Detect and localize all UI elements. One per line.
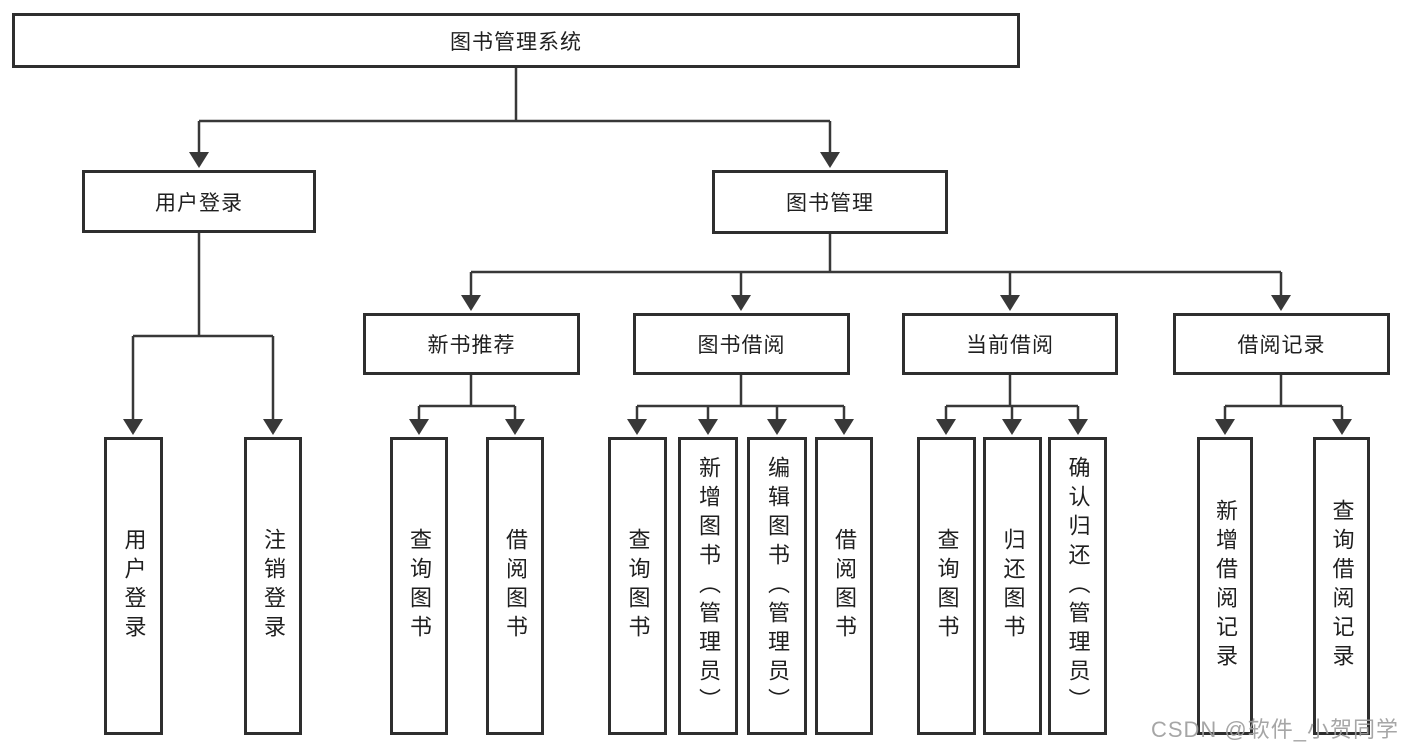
leaf-borrow-books-2: 借阅图书 (815, 437, 873, 735)
connector-current-borrow-children (936, 375, 1088, 435)
leaf-confirm-return-admin-label: 确认归还（管理员） (1065, 455, 1091, 717)
node-new-book-recommend: 新书推荐 (363, 313, 580, 375)
leaf-query-borrow-record: 查询借阅记录 (1313, 437, 1370, 735)
leaf-borrow-books-2-label: 借阅图书 (832, 528, 857, 644)
leaf-user-login: 用户登录 (104, 437, 163, 735)
connector-book-borrow-children (627, 375, 854, 435)
node-current-borrow: 当前借阅 (902, 313, 1118, 375)
node-book-management: 图书管理 (712, 170, 948, 234)
node-user-login-branch: 用户登录 (82, 170, 316, 233)
leaf-borrow-books-1-label: 借阅图书 (503, 528, 528, 644)
connector-user-login-children (123, 233, 283, 435)
leaf-add-book-admin: 新增图书（管理员） (678, 437, 738, 735)
leaf-add-book-admin-label: 新增图书（管理员） (696, 455, 721, 717)
leaf-query-books-1-label: 查询图书 (407, 528, 432, 644)
leaf-query-books-1: 查询图书 (390, 437, 448, 735)
connector-borrow-records-children (1215, 375, 1352, 435)
node-root: 图书管理系统 (12, 13, 1020, 68)
leaf-logout-label: 注销登录 (261, 528, 286, 644)
connector-new-book-recommend-children (409, 375, 525, 435)
connector-root-to-branches (189, 68, 840, 168)
leaf-query-books-3: 查询图书 (917, 437, 976, 735)
leaf-edit-book-admin-label: 编辑图书（管理员） (765, 455, 790, 717)
node-borrow-records: 借阅记录 (1173, 313, 1390, 375)
node-book-borrow: 图书借阅 (633, 313, 850, 375)
leaf-add-borrow-record-label: 新增借阅记录 (1213, 499, 1238, 673)
leaf-query-books-3-label: 查询图书 (934, 528, 960, 644)
leaf-confirm-return-admin: 确认归还（管理员） (1048, 437, 1107, 735)
leaf-query-borrow-record-label: 查询借阅记录 (1329, 499, 1355, 673)
leaf-query-books-2: 查询图书 (608, 437, 667, 735)
leaf-return-book: 归还图书 (983, 437, 1042, 735)
leaf-add-borrow-record: 新增借阅记录 (1197, 437, 1253, 735)
leaf-query-books-2-label: 查询图书 (625, 528, 651, 644)
leaf-logout: 注销登录 (244, 437, 302, 735)
leaf-edit-book-admin: 编辑图书（管理员） (747, 437, 807, 735)
connector-book-management-children (461, 234, 1291, 311)
leaf-borrow-books-1: 借阅图书 (486, 437, 544, 735)
csdn-watermark: CSDN @软件_小贺同学 (1150, 717, 1399, 742)
leaf-return-book-label: 归还图书 (1000, 528, 1026, 644)
leaf-user-login-label: 用户登录 (121, 528, 147, 644)
